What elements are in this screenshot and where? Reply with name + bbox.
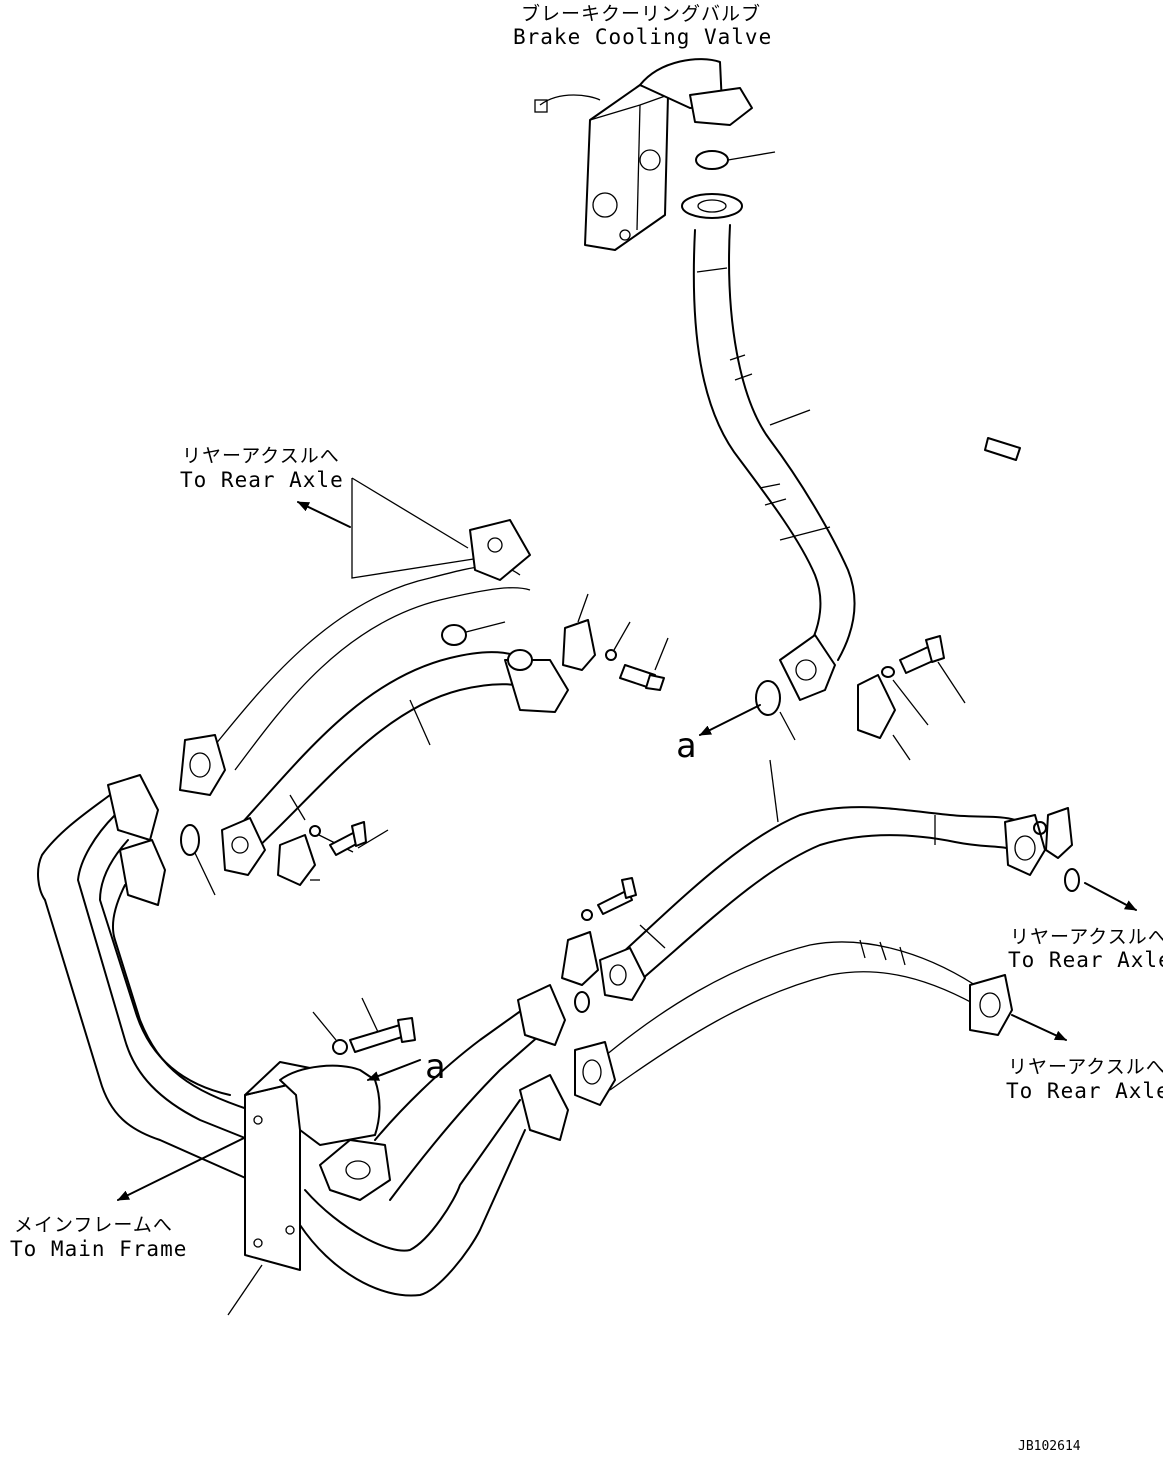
hose-flange-bottom xyxy=(779,634,836,701)
leader-manifold xyxy=(227,1264,263,1316)
view-a-marker-2: a xyxy=(425,1047,446,1087)
bolt-lower xyxy=(349,1024,406,1053)
arrow-to-rear-axle-2 xyxy=(1084,882,1137,911)
split-flange-upper xyxy=(562,619,596,671)
o-ring-right xyxy=(755,680,781,716)
o-ring-valve xyxy=(695,150,729,170)
hose-rear-axle-lower xyxy=(574,939,1013,1106)
washer-right xyxy=(881,666,895,678)
washer-center xyxy=(581,909,593,921)
o-ring-upper xyxy=(441,624,467,646)
steel-tubes-lower xyxy=(299,984,569,1297)
main-frame-label-jp: メインフレームへ xyxy=(14,1214,173,1236)
rear-axle-label-2: To Rear Axle xyxy=(1008,948,1163,972)
arrow-to-rear-axle-1 xyxy=(297,501,351,528)
steel-tubes-main-frame xyxy=(37,774,251,1181)
bolt-far-right xyxy=(984,437,1021,461)
brake-cooling-valve xyxy=(534,58,753,251)
hose-flange-top xyxy=(681,193,743,219)
split-flange-left xyxy=(277,834,316,886)
manifold-block xyxy=(244,1061,391,1271)
washer-upper xyxy=(605,649,617,661)
rear-axle-label-1-jp: リヤーアクスルへ xyxy=(182,445,340,467)
bolt-center xyxy=(597,889,633,915)
hose-rear-axle-upper xyxy=(179,519,531,796)
split-flange-center xyxy=(561,931,599,986)
view-a-marker-1: a xyxy=(676,726,697,766)
view-leader-box xyxy=(351,478,481,579)
arrow-to-rear-axle-3 xyxy=(1011,1014,1067,1041)
arrow-view-a-2 xyxy=(367,1059,421,1081)
rear-axle-label-3: To Rear Axle xyxy=(1006,1079,1163,1103)
drawing-code: JB102614 xyxy=(1018,1439,1081,1454)
washer-far-right xyxy=(1033,821,1047,835)
o-ring-center xyxy=(574,991,590,1013)
washer-lower xyxy=(332,1039,348,1055)
split-flange-far-right xyxy=(1045,807,1073,859)
rear-axle-label-2-jp: リヤーアクスルへ xyxy=(1010,926,1163,948)
brake-cooling-valve-label: Brake Cooling Valve xyxy=(513,25,772,49)
brake-cooling-valve-label-jp: ブレーキクーリングバルブ xyxy=(521,2,761,25)
rear-axle-label-1: To Rear Axle xyxy=(180,468,344,492)
hose-center-upper xyxy=(221,649,569,876)
hose-center-lower xyxy=(599,759,1046,1001)
arrow-to-main-frame xyxy=(117,1137,245,1201)
split-flange-right xyxy=(857,674,896,739)
rear-axle-label-3-jp: リヤーアクスルへ xyxy=(1008,1056,1163,1078)
o-ring-far-right xyxy=(1064,868,1080,892)
main-frame-label: To Main Frame xyxy=(10,1237,187,1261)
hose-valve-to-axle xyxy=(681,193,856,701)
washer-left xyxy=(309,825,321,837)
o-ring-left xyxy=(180,824,200,856)
arrow-view-a-1 xyxy=(699,704,761,736)
